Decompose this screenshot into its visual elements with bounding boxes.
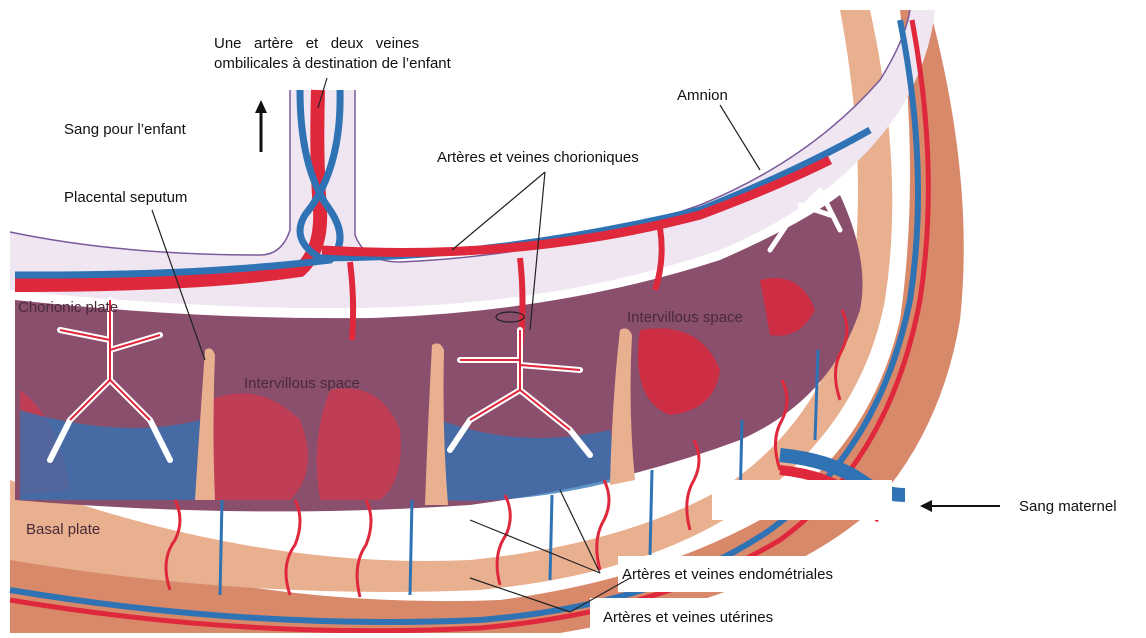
label-panel-maternal [712, 480, 892, 520]
basal-plate-label: Basal plate [26, 521, 100, 538]
arrow-left-icon [920, 500, 1000, 512]
uterines-label: Artères et veines utérines [603, 609, 773, 626]
intervillous-right-label: Intervillous space [627, 309, 743, 326]
endometriales-label: Artères et veines endométriales [622, 566, 833, 583]
umbilical-label-line2: ombilicales à destination de l’enfant [214, 55, 452, 72]
chorionic-plate-label: Chorionic plate [18, 299, 118, 316]
umbilical-label-line1: Une artère et deux veines [214, 35, 419, 52]
sang-enfant-label: Sang pour l’enfant [64, 121, 187, 138]
amnion-label: Amnion [677, 87, 728, 104]
intervillous-left-label: Intervillous space [244, 375, 360, 392]
chorioniques-label: Artères et veines chorioniques [437, 149, 639, 166]
arrow-up-icon [255, 100, 267, 152]
sang-maternel-label: Sang maternel [1019, 498, 1117, 515]
septum-label: Placental seputum [64, 189, 187, 206]
